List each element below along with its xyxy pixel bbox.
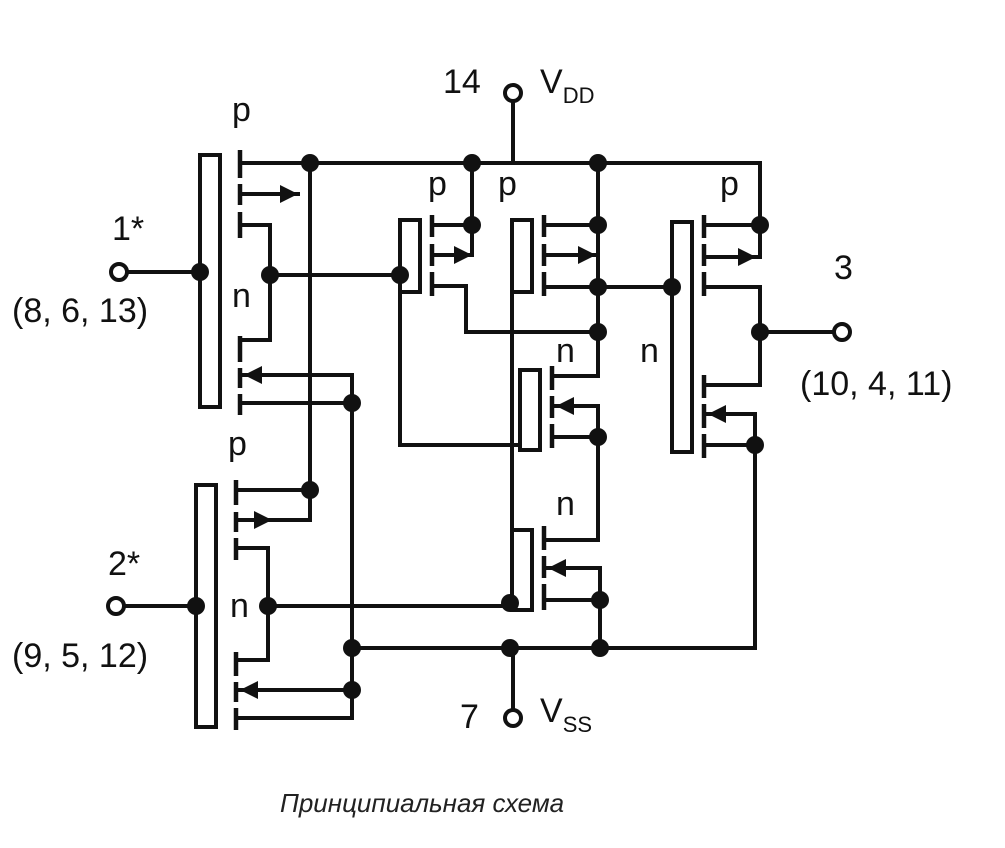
label-n-nand-2: n [556,485,575,523]
input-1-terminal [109,262,129,282]
junction-dots [187,154,769,699]
label-n-nand-1: n [556,332,575,370]
label-p-inv1: p [232,91,251,129]
inverter-1 [120,150,402,415]
label-p-nand-a: p [428,165,447,203]
label-p-inv2: p [228,425,247,463]
output-terminal [832,322,852,342]
label-p-nand-b: p [498,165,517,203]
input-2-terminal [106,596,126,616]
inverter-2 [116,480,512,730]
gate-plate-nand-n1 [518,368,542,452]
vss-label: VSS [540,692,592,737]
gate-plate-out [670,220,694,454]
gate-plate-inv1 [198,153,222,409]
label-n-out: n [640,332,659,370]
input-1-pin: 1* [112,210,144,248]
label-n-inv2: n [230,587,249,625]
vss-pin-terminal [503,708,523,728]
caption: Принципиальная схема [280,788,564,818]
input-2-pin: 2* [108,545,140,583]
output-pins-other: (10, 4, 11) [800,365,952,403]
input-2-pins-other: (9, 5, 12) [12,637,148,675]
output-pin: 3 [834,249,853,287]
nand-stage [398,161,602,650]
label-n-inv1: n [232,277,251,315]
gate-plate-nand-n2 [510,528,534,612]
vdd-rail [238,98,762,165]
vss-pin-number: 7 [460,698,479,736]
gate-plate-nand-b [510,218,534,294]
vdd-pin-number: 14 [443,63,481,101]
vdd-pin-terminal [503,83,523,103]
input-1-pins-other: (8, 6, 13) [12,292,148,330]
label-p-out: p [720,165,739,203]
vss-rail [350,646,757,714]
output-inverter [596,161,838,650]
vdd-label: VDD [540,63,594,108]
